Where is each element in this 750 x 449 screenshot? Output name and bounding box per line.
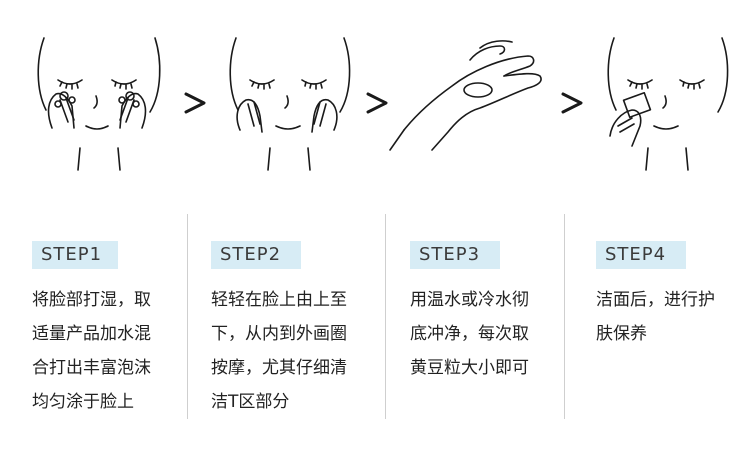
face-lather-icon <box>37 37 161 171</box>
step-description-line: 合打出丰富泡沫 <box>32 358 151 378</box>
chevron-right-icon <box>561 92 583 114</box>
step-divider <box>385 214 386 419</box>
chevron-right-icon <box>184 92 206 114</box>
face-massage-icon <box>229 37 351 171</box>
step-description: 轻轻在脸上由上至 下，从内到外画圈 按摩，尤其仔细清 洁T区部分 <box>211 283 347 419</box>
palm-cleanser-icon <box>389 40 542 151</box>
step-label: STEP4 <box>596 241 686 269</box>
step-divider <box>187 214 188 419</box>
step-label: STEP3 <box>410 241 500 269</box>
step-description-line: 下，从内到外画圈 <box>211 324 347 344</box>
step-description-line: 按摩，尤其仔细清 <box>211 358 347 378</box>
step-description-line: 均匀涂于脸上 <box>32 392 134 412</box>
step-description-line: 轻轻在脸上由上至 <box>211 290 347 310</box>
step-description: 洁面后，进行护 肤保养 <box>596 283 715 351</box>
step-description: 将脸部打湿，取 适量产品加水混 合打出丰富泡沫 均匀涂于脸上 <box>32 283 151 419</box>
step-description-line: 适量产品加水混 <box>32 324 151 344</box>
step-description: 用温水或冷水彻 底冲净，每次取 黄豆粒大小即可 <box>410 283 529 385</box>
step-label: STEP2 <box>211 241 301 269</box>
chevron-right-icon <box>366 92 388 114</box>
step-divider <box>564 214 565 419</box>
face-cotton-pad-icon <box>607 37 729 171</box>
step-description-line: 肤保养 <box>596 324 647 344</box>
step-description-line: 将脸部打湿，取 <box>32 290 151 310</box>
step-label: STEP1 <box>32 241 118 269</box>
illustrations-row <box>37 37 729 171</box>
step-description-line: 洁面后，进行护 <box>596 290 715 310</box>
step-description-line: 用温水或冷水彻 <box>410 290 529 310</box>
step-description-line: 黄豆粒大小即可 <box>410 358 529 378</box>
step-description-line: 底冲净，每次取 <box>410 324 529 344</box>
step-description-line: 洁T区部分 <box>211 392 290 412</box>
